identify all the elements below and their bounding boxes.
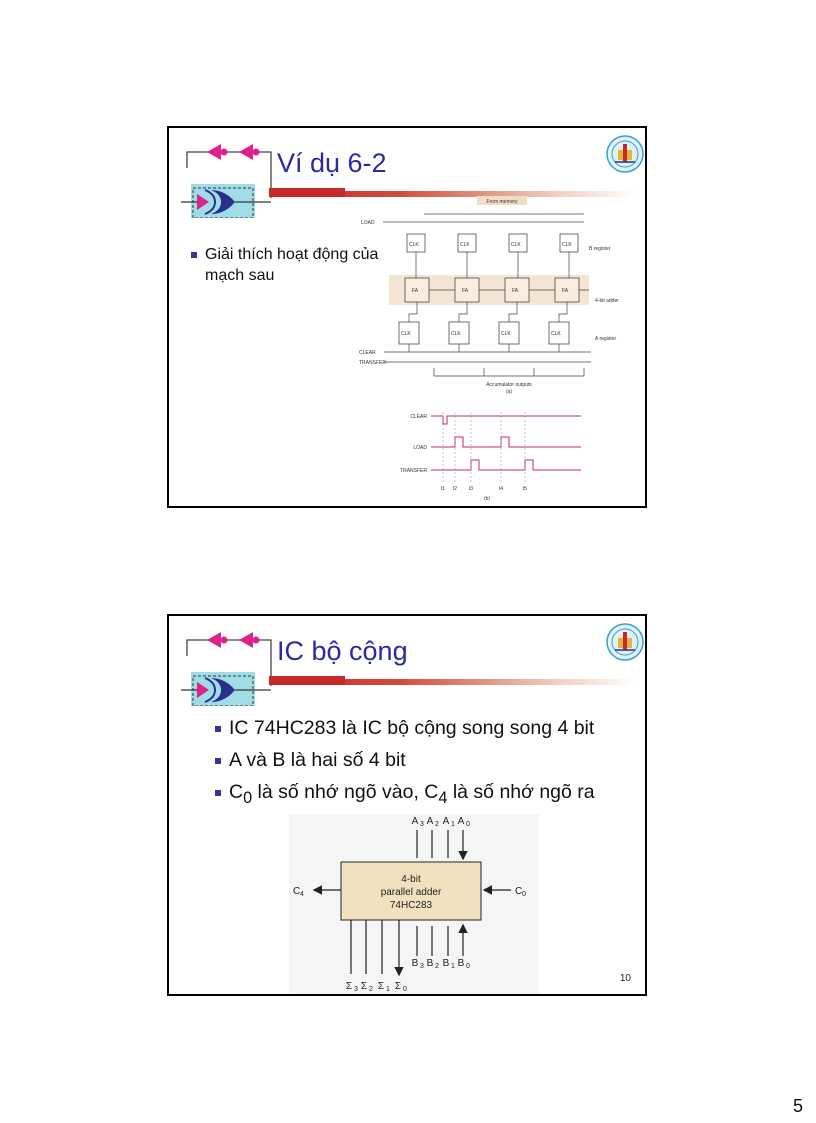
clk-label: CLK: [451, 331, 461, 337]
carry-in-label: C: [515, 886, 522, 897]
university-emblem-icon: [606, 135, 644, 173]
bullet-list: Giải thích hoạt động của mạch sau: [191, 244, 381, 286]
input-sub: 1: [451, 821, 455, 828]
input-letter: A: [427, 816, 434, 827]
fa-label: FA: [462, 288, 469, 294]
subscript: 4: [438, 788, 448, 807]
bullet-list: IC 74HC283 là IC bộ cộng song song 4 bit…: [215, 716, 645, 818]
figure-b-label: (b): [484, 496, 490, 502]
clk-label: CLK: [511, 242, 521, 248]
timing-diagram: CLEAR LOAD TRANSFER t1 t2 t3 t4 t5 (b): [400, 412, 581, 502]
time-label: t2: [453, 486, 457, 492]
university-emblem-icon: [606, 623, 644, 661]
chip-label-line2: parallel adder: [381, 887, 442, 898]
figure-a-label: (a): [506, 389, 512, 395]
adder-label: 4-bit adder: [595, 298, 619, 304]
title-underline: [269, 679, 637, 685]
fa-label: FA: [562, 288, 569, 294]
time-label: t1: [441, 486, 445, 492]
title-accent-bar: [269, 188, 345, 197]
input-letter: B: [458, 958, 465, 969]
transfer-label: TRANSFER: [359, 360, 386, 366]
slide-1: Ví dụ 6-2 Giải thích hoạt động của mạch …: [167, 126, 647, 508]
input-letter: B: [443, 958, 450, 969]
chip-label-line3: 74HC283: [390, 900, 433, 911]
carry-out-sub: 4: [300, 891, 304, 898]
title-accent-bar: [269, 676, 345, 685]
clk-label: CLK: [501, 331, 511, 337]
slide-2: IC bộ cộng IC 74HC283 là IC bộ cộng song…: [167, 614, 647, 996]
bullet-item: IC 74HC283 là IC bộ cộng song song 4 bit: [215, 716, 645, 741]
bullet-text: là số nhớ ngõ ra: [447, 781, 595, 803]
title-underline: [269, 191, 637, 197]
clk-label: CLK: [460, 242, 470, 248]
clk-label: CLK: [401, 331, 411, 337]
input-sub: 3: [420, 821, 424, 828]
slide-title: IC bộ cộng: [277, 636, 408, 666]
sum-letter: Σ: [346, 981, 352, 992]
fa-label: FA: [512, 288, 519, 294]
timing-signal-label: CLEAR: [410, 414, 427, 420]
bullet-item: C0 là số nhớ ngõ vào, C4 là số nhớ ngõ r…: [215, 780, 645, 811]
input-sub: 0: [466, 821, 470, 828]
bullet-text: C: [229, 781, 244, 803]
sum-sub: 2: [369, 986, 373, 993]
input-sub: 2: [435, 963, 439, 970]
input-letter: A: [443, 816, 450, 827]
subscript: 0: [243, 788, 253, 807]
sum-sub: 1: [386, 986, 390, 993]
time-label: t4: [499, 486, 503, 492]
logic-gate-logo-icon: [181, 144, 272, 218]
load-label: LOAD: [361, 220, 375, 226]
input-letter: A: [458, 816, 465, 827]
accumulator-outputs-label: Accumulator outputs: [486, 382, 532, 388]
chip-label-line1: 4-bit: [401, 874, 421, 885]
clk-label: CLK: [551, 331, 561, 337]
from-memory-label: From memory: [486, 199, 518, 205]
input-sub: 1: [451, 963, 455, 970]
bullet-item: A và B là hai số 4 bit: [215, 748, 645, 773]
a-register-label: A register: [595, 336, 616, 342]
sum-letter: Σ: [361, 981, 367, 992]
fa-label: FA: [412, 288, 419, 294]
sum-letter: Σ: [395, 981, 401, 992]
carry-in-sub: 0: [522, 891, 526, 898]
sum-sub: 3: [354, 986, 358, 993]
input-letter: B: [412, 958, 419, 969]
input-letter: A: [412, 816, 419, 827]
timing-signal-label: LOAD: [413, 445, 427, 451]
page-number: 5: [793, 1096, 804, 1116]
clk-label: CLK: [562, 242, 572, 248]
accumulator-circuit-diagram: From memory LOAD CLK CLK CLK CLK B regis…: [359, 196, 619, 395]
logic-gate-logo-icon: [181, 632, 272, 706]
slide-number: 10: [619, 973, 631, 984]
time-label: t5: [523, 486, 527, 492]
input-sub: 3: [420, 963, 424, 970]
timing-signal-label: TRANSFER: [400, 468, 427, 474]
bullet-item: Giải thích hoạt động của mạch sau: [191, 244, 381, 286]
time-label: t3: [469, 486, 473, 492]
input-sub: 2: [435, 821, 439, 828]
b-register-label: B register: [589, 246, 611, 252]
carry-out-label: C: [293, 886, 300, 897]
slide-title: Ví dụ 6-2: [277, 148, 387, 178]
input-letter: B: [427, 958, 434, 969]
clk-label: CLK: [409, 242, 419, 248]
parallel-adder-74hc283-diagram: A 3 A 2 A 1 A 0 4-bit parallel adder 74H…: [289, 814, 539, 994]
sum-sub: 0: [403, 986, 407, 993]
input-sub: 0: [466, 963, 470, 970]
sum-letter: Σ: [378, 981, 384, 992]
bullet-text: là số nhớ ngõ vào, C: [252, 781, 439, 803]
clear-label: CLEAR: [359, 350, 376, 356]
